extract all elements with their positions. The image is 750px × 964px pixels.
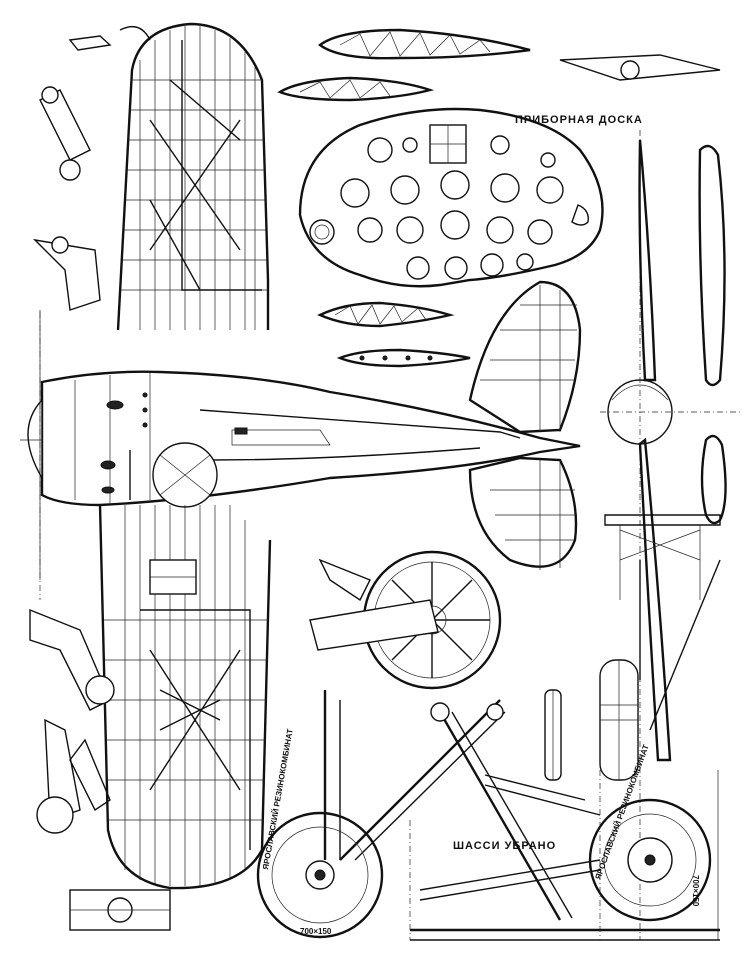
dimension-lines [39, 312, 601, 940]
aileron-hinge-detail [68, 26, 151, 51]
main-gear-front-view [599, 514, 721, 781]
propeller-front-view [600, 130, 740, 940]
wheel-well-detail [309, 550, 502, 690]
engine-mount-detail [29, 608, 115, 711]
landing-gear-extended: ЯРОСЛАВСКИЙ РЕЗИНОКОМБИНАТ 700×150 [256, 690, 573, 939]
fuselage [20, 370, 581, 508]
control-stick-detail [39, 86, 91, 181]
instrument-panel-title: ПРИБОРНАЯ ДОСКА [515, 114, 643, 126]
gun-mount-detail [32, 236, 101, 580]
tire-size-left: 700×150 [300, 927, 332, 936]
tail-skid-detail [559, 54, 721, 81]
instrument-panel: ПРИБОРНАЯ ДОСКА [298, 107, 643, 288]
airfoil-sections [277, 28, 531, 368]
propeller-spinner [20, 398, 43, 481]
tailwheel-detail [69, 889, 171, 931]
pedal-assembly-detail [36, 718, 111, 834]
gear-retracted-view: ШАССИ УБРАНО ЯРОСЛАВСКИЙ РЕЗИНОКОМБИНАТ … [410, 743, 720, 941]
gear-retracted-title: ШАССИ УБРАНО [453, 840, 556, 852]
tire-size-right: 700×150 [691, 875, 700, 907]
rudder-post-detail [544, 689, 562, 781]
tail-unit [468, 280, 582, 570]
lower-wing-panel [98, 504, 272, 890]
tire-marking-left: ЯРОСЛАВСКИЙ РЕЗИНОКОМБИНАТ [261, 728, 295, 870]
upper-wing-panel [116, 22, 270, 331]
